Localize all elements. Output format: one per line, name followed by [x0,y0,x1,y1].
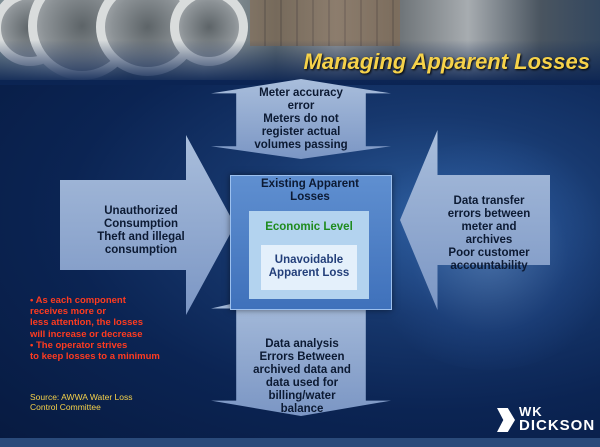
left-arrow-text: Unauthorized Consumption Theft and illeg… [97,205,185,256]
top-arrow-shape [211,79,391,159]
right-arrow-text: Data transfer errors between meter and a… [447,195,531,272]
bullet-notes: • As each component receives more or les… [30,295,160,363]
existing-losses-label: Existing Apparent Losses [261,178,359,203]
brick-texture-image [250,0,400,46]
logo-mark-icon [497,408,515,432]
footer-bar [0,438,600,447]
top-arrow-text: Meter accuracy error Meters do not regis… [254,87,348,151]
bottom-arrow-text: Data analysis Errors Between archived da… [253,338,351,415]
wk-dickson-logo: WK DICKSON [497,404,597,438]
slide-title: Managing Apparent Losses [303,49,590,74]
source-citation: Source: AWWA Water Loss Control Committe… [30,392,133,412]
economic-level-label: Economic Level [265,221,353,233]
unavoidable-loss-label: Unavoidable Apparent Loss [268,254,350,279]
unavoidable-loss-box [261,245,357,290]
